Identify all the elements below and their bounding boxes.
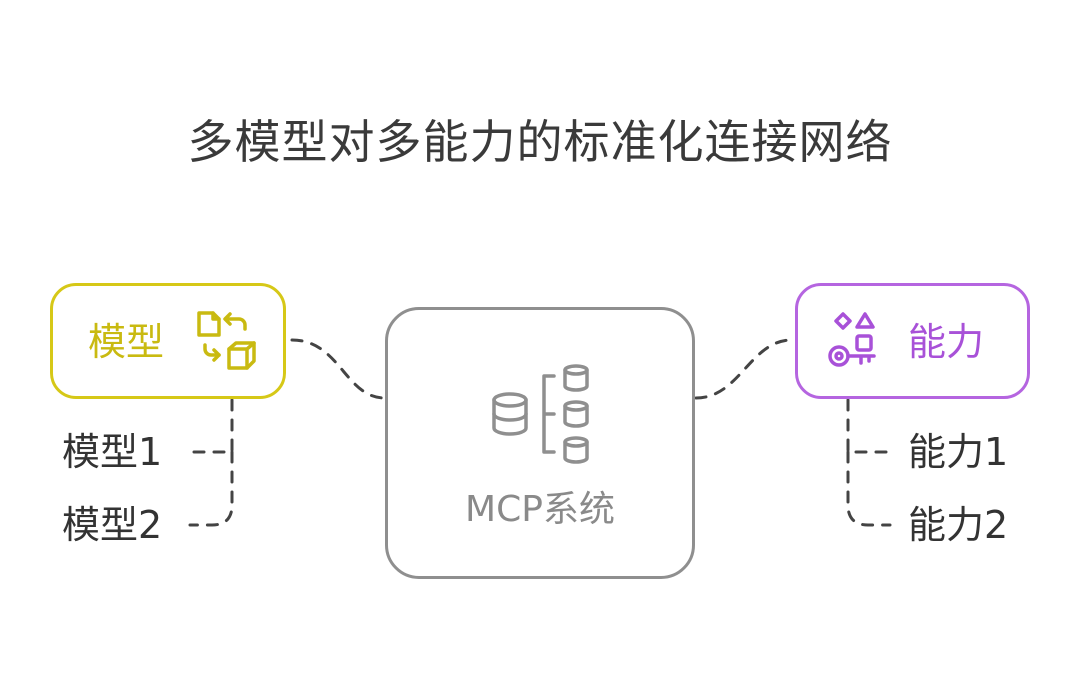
mcp-node-label: MCP系统 — [465, 489, 615, 530]
connector-model-mcp — [290, 338, 387, 400]
model-node: 模型 — [50, 283, 286, 399]
capability-node: 能力 — [795, 283, 1030, 399]
capability-child-1: 能力1 — [908, 430, 1009, 474]
swap-shapes-icon — [197, 311, 256, 370]
diagram-title: 多模型对多能力的标准化连接网络 — [187, 115, 893, 169]
model-node-label: 模型 — [88, 320, 165, 364]
model-child-2: 模型2 — [62, 503, 163, 547]
connector-mcp-capability — [694, 338, 794, 400]
connector-model-child2 — [188, 450, 234, 527]
model-child-1: 模型1 — [62, 430, 163, 474]
database-stack-icon — [492, 364, 589, 464]
connector-cap-child2 — [846, 450, 892, 527]
key-shapes-icon — [828, 312, 876, 367]
capability-node-label: 能力 — [908, 320, 985, 364]
capability-child-2: 能力2 — [908, 503, 1009, 547]
connector-cap-child1 — [846, 398, 892, 454]
mcp-node: MCP系统 — [385, 307, 695, 579]
connector-model-child1 — [188, 398, 234, 454]
